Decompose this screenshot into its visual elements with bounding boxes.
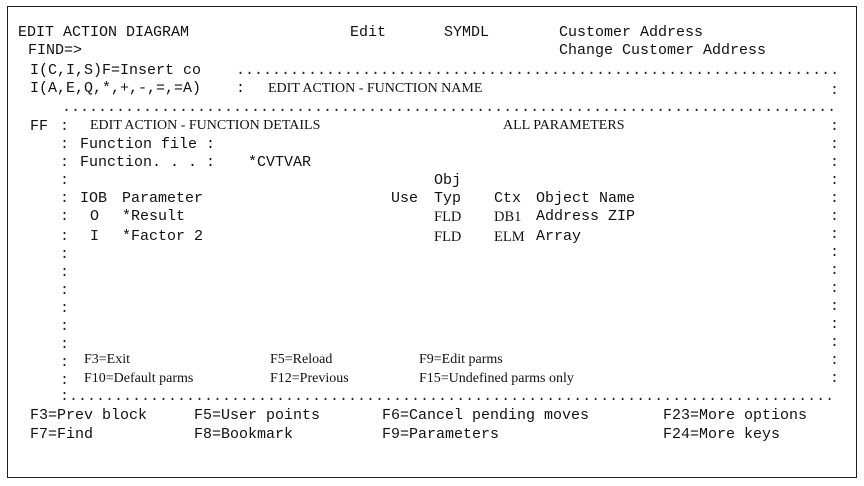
col-obj: Obj bbox=[434, 172, 462, 189]
f6-cancel-pending-moves[interactable]: F6=Cancel pending moves bbox=[382, 407, 590, 424]
window-left-edge: : bbox=[60, 336, 70, 353]
find-field[interactable]: FIND=> bbox=[28, 42, 83, 59]
f23-more-options[interactable]: F23=More options bbox=[663, 407, 808, 424]
window-top-border: ........................................… bbox=[62, 99, 837, 116]
col-iob: IOB bbox=[80, 190, 108, 207]
f7-find[interactable]: F7=Find bbox=[30, 426, 94, 443]
mode-indicator: Edit bbox=[350, 24, 387, 41]
window-left-edge: : bbox=[60, 282, 70, 299]
window-f9-edit-parms[interactable]: F9=Edit parms bbox=[419, 352, 503, 367]
window-left-edge: : bbox=[60, 118, 70, 135]
row-iob[interactable]: I bbox=[90, 228, 100, 245]
window-f15-undefined-parms[interactable]: F15=Undefined parms only bbox=[419, 371, 574, 386]
window-f3-exit[interactable]: F3=Exit bbox=[84, 352, 131, 367]
window-bottom-border: :.......................................… bbox=[60, 388, 837, 405]
row-typ: FLD bbox=[434, 229, 462, 245]
f3-prev-block[interactable]: F3=Prev block bbox=[30, 407, 148, 424]
window-left-edge: : bbox=[60, 264, 70, 281]
window-left-edge: : bbox=[60, 172, 70, 189]
window-f5-reload[interactable]: F5=Reload bbox=[270, 352, 333, 367]
window-left-edge: : bbox=[60, 300, 70, 317]
model-name: SYMDL bbox=[444, 24, 490, 41]
window-f10-default-parms[interactable]: F10=Default parms bbox=[84, 371, 194, 386]
window-left-edge: : bbox=[60, 372, 70, 389]
row-object: Address ZIP bbox=[536, 208, 636, 225]
window-f12-previous[interactable]: F12=Previous bbox=[270, 371, 349, 386]
col-parameter: Parameter bbox=[122, 190, 204, 207]
window-left-edge: : bbox=[60, 354, 70, 371]
f9-parameters[interactable]: F9=Parameters bbox=[382, 426, 500, 443]
row-object: Array bbox=[536, 228, 582, 245]
dotted-separator: ........................................… bbox=[236, 62, 838, 79]
ff-label: FF bbox=[30, 118, 49, 135]
col-use: Use bbox=[391, 190, 419, 207]
window-edge: : bbox=[830, 82, 840, 99]
function-name: Change Customer Address bbox=[559, 42, 767, 59]
window-left-edge: : bbox=[60, 154, 70, 171]
function-name-window-title: EDIT ACTION - FUNCTION NAME bbox=[268, 81, 483, 96]
f8-bookmark[interactable]: F8=Bookmark bbox=[194, 426, 294, 443]
screen-title: EDIT ACTION DIAGRAM bbox=[18, 24, 190, 41]
col-typ: Typ bbox=[434, 190, 462, 207]
row-iob[interactable]: O bbox=[90, 208, 100, 225]
f24-more-keys[interactable]: F24=More keys bbox=[663, 426, 781, 443]
insert-prompt[interactable]: I(C,I,S)F=Insert co bbox=[30, 62, 202, 79]
window-left-edge: : bbox=[60, 228, 70, 245]
row-parameter: *Result bbox=[122, 208, 186, 225]
function-file-label: Function file : bbox=[80, 136, 216, 153]
function-label: Function. . . : bbox=[80, 154, 216, 171]
prompt-colon: : bbox=[236, 80, 246, 97]
col-object-name: Object Name bbox=[536, 190, 636, 207]
window-left-edge: : bbox=[60, 208, 70, 225]
window-left-edge: : bbox=[60, 318, 70, 335]
action-prompt[interactable]: I(A,E,Q,*,+,-,=,=A) bbox=[30, 80, 202, 97]
details-title: EDIT ACTION - FUNCTION DETAILS bbox=[90, 118, 321, 133]
row-parameter: *Factor 2 bbox=[122, 228, 204, 245]
file-name: Customer Address bbox=[559, 24, 704, 41]
window-left-edge: : bbox=[60, 190, 70, 207]
row-typ: FLD bbox=[434, 209, 462, 225]
f5-user-points[interactable]: F5=User points bbox=[194, 407, 321, 424]
window-left-edge: : bbox=[60, 246, 70, 263]
function-value: *CVTVAR bbox=[248, 154, 312, 171]
terminal-screen: EDIT ACTION DIAGRAM Edit SYMDL Customer … bbox=[7, 6, 857, 478]
col-ctx: Ctx bbox=[494, 190, 522, 207]
row-ctx: DB1 bbox=[494, 209, 522, 225]
window-left-edge: : bbox=[60, 136, 70, 153]
window-right-edge: ::::::::::::::: bbox=[830, 118, 840, 387]
row-ctx: ELM bbox=[494, 229, 525, 245]
scope-label: ALL PARAMETERS bbox=[503, 118, 625, 133]
